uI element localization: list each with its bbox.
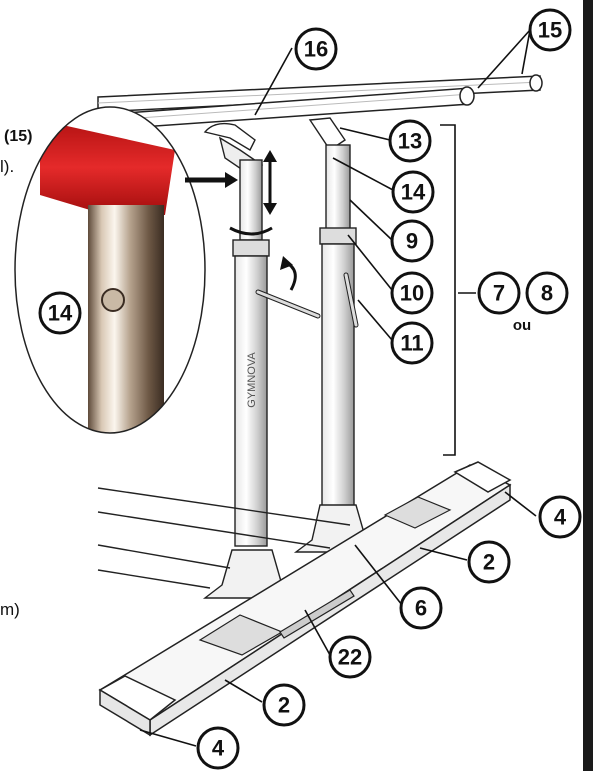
svg-text:14: 14 [401,180,426,205]
svg-text:7: 7 [493,281,505,306]
callout-9: 9 [390,219,434,263]
right-upright [293,117,385,553]
chrome-tube [88,205,164,433]
svg-text:2: 2 [278,693,290,718]
callout-6: 6 [399,586,443,630]
svg-text:10: 10 [400,281,424,306]
svg-text:13: 13 [398,129,422,154]
base-frame [97,461,512,737]
callout-11: 11 [390,321,434,365]
unit-fragment-text: m) [0,600,20,619]
pin-hole [101,288,125,312]
svg-text:15: 15 [538,18,562,43]
svg-text:14: 14 [48,301,73,326]
page-edge-bar [583,0,593,771]
top-rails [97,74,543,131]
callout-4-right: 4 [538,495,582,539]
left-upright: GYMNOVA [202,122,321,599]
svg-text:4: 4 [212,736,225,761]
svg-text:4: 4 [554,505,567,530]
parenthesis-fragment-text: l). [0,157,15,176]
svg-text:2: 2 [483,550,495,575]
svg-text:16: 16 [304,37,328,62]
brand-label: GYMNOVA [246,352,258,408]
svg-text:9: 9 [406,229,418,254]
reference-15-text: (15) [4,128,33,145]
callout-22: 22 [328,635,372,679]
callout-8: 8 [525,271,569,315]
callout-16: 16 [294,27,338,71]
svg-text:11: 11 [400,331,423,356]
callout-2-right: 2 [467,540,511,584]
callout-2-left: 2 [262,683,306,727]
callout-14-zoom: 14 [38,291,82,335]
svg-text:6: 6 [415,596,427,621]
leader-lines [139,29,537,747]
callout-14: 14 [391,170,435,214]
red-sleeve [40,120,175,215]
callout-15: 15 [528,8,572,52]
svg-text:22: 22 [338,645,362,670]
callout-13: 13 [388,119,432,163]
adjustment-arrows [185,150,297,291]
svg-text:8: 8 [541,281,553,306]
callout-7: 7 [477,271,521,315]
callout-10: 10 [390,271,434,315]
zoom-detail-circle [14,106,206,434]
or-label: ou [513,317,531,334]
callout-4-left: 4 [196,726,240,770]
